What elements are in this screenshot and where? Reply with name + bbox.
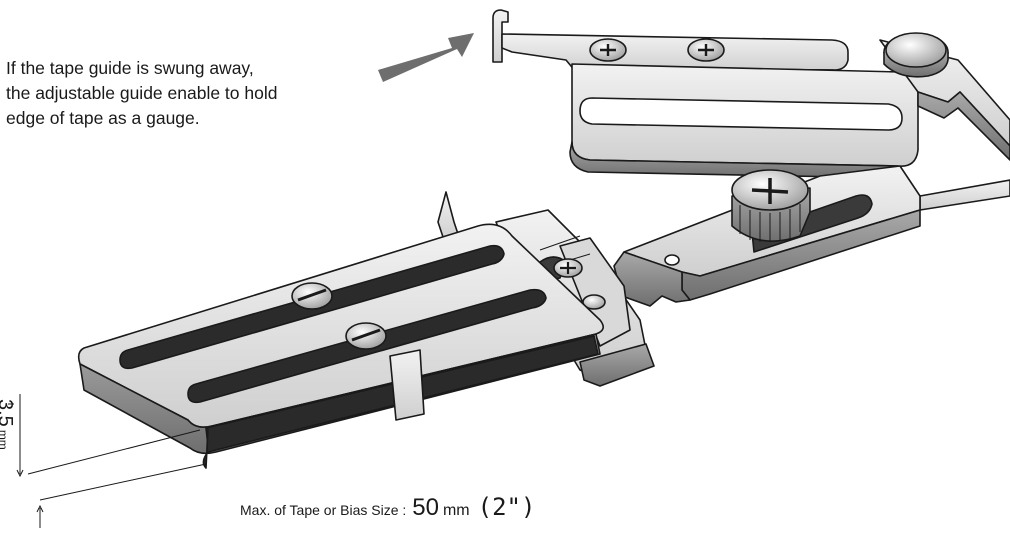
pointer-arrow	[378, 33, 474, 82]
thickness-dimension: 3.5 mm	[0, 399, 16, 450]
main-plate	[77, 223, 604, 469]
caption-line: If the tape guide is swung away,	[6, 58, 254, 78]
caption-line: edge of tape as a gauge.	[6, 108, 200, 128]
tape-size-text: Max. of Tape or Bias Size :	[240, 502, 407, 518]
caption-line: the adjustable guide enable to hold	[6, 83, 278, 103]
tape-size-unit: mm	[442, 502, 470, 519]
dimension-value: 3.5	[0, 399, 16, 427]
tape-size-inch: (2")	[477, 493, 536, 521]
connecting-arm	[613, 165, 1010, 307]
explanation-caption: If the tape guide is swung away, the adj…	[6, 56, 366, 131]
adjustable-guide-part	[492, 9, 1010, 179]
tape-size-value: 50	[412, 494, 439, 521]
dimension-unit: mm	[0, 429, 10, 450]
dimension-lines	[8, 394, 207, 528]
